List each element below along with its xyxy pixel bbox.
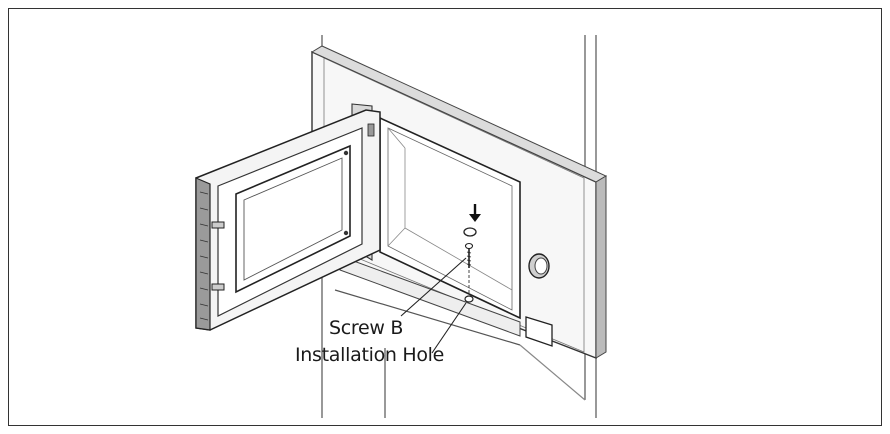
door-hinges (211, 221, 225, 291)
screw-b (464, 242, 474, 268)
cabinet-shelf-edge (519, 344, 586, 401)
cavity-inner-wall (387, 127, 513, 311)
installation-hole (464, 295, 474, 303)
door-edge (195, 177, 211, 331)
down-arrow-icon (469, 204, 481, 222)
door-screw-bottom (343, 230, 349, 236)
door-screw-top (343, 150, 349, 156)
installation-hole-label: Installation Hole (295, 344, 445, 366)
door-latch (367, 123, 375, 137)
screw-detail (400, 204, 481, 354)
display-window (525, 316, 553, 347)
washer (463, 227, 477, 237)
cavity-floor-line (404, 227, 513, 291)
oven-cavity (339, 116, 521, 337)
cavity-corner-line-2 (387, 227, 406, 247)
open-door (195, 103, 381, 331)
door-window (235, 144, 351, 294)
hinge-bottom (211, 283, 225, 291)
hinge-top (211, 221, 225, 229)
door-edge-detail (199, 191, 209, 321)
screw-b-label: Screw B (329, 317, 404, 339)
door-window-inner (243, 157, 343, 281)
screw-leader-line (400, 257, 467, 317)
knob-icon (528, 253, 550, 279)
hole-leader-line (431, 302, 467, 354)
trim-side-bevel (595, 175, 607, 359)
cabinet-shelf-line (334, 289, 521, 346)
cavity-corner-line (387, 127, 406, 149)
